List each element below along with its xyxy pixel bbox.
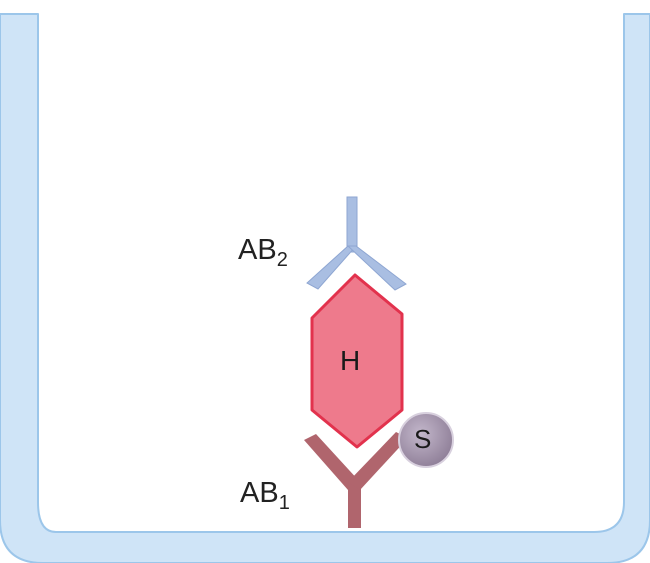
antibody-2-label: AB2 (238, 234, 288, 271)
antibody-1-label-main: AB (240, 477, 279, 509)
antibody-1-icon (304, 432, 408, 528)
hormone-icon (310, 273, 404, 449)
substrate-label: S (414, 424, 432, 454)
substrate-icon (398, 412, 454, 468)
antibody-2-label-subscript: 2 (276, 249, 288, 271)
antibody-2-icon (306, 196, 407, 291)
hormone-label: H (340, 345, 361, 376)
antibody-1-label: AB1 (240, 477, 290, 514)
antibody-2-label-main: AB (238, 234, 277, 266)
antibody-1-label-subscript: 1 (278, 492, 290, 514)
well-icon (0, 13, 650, 563)
